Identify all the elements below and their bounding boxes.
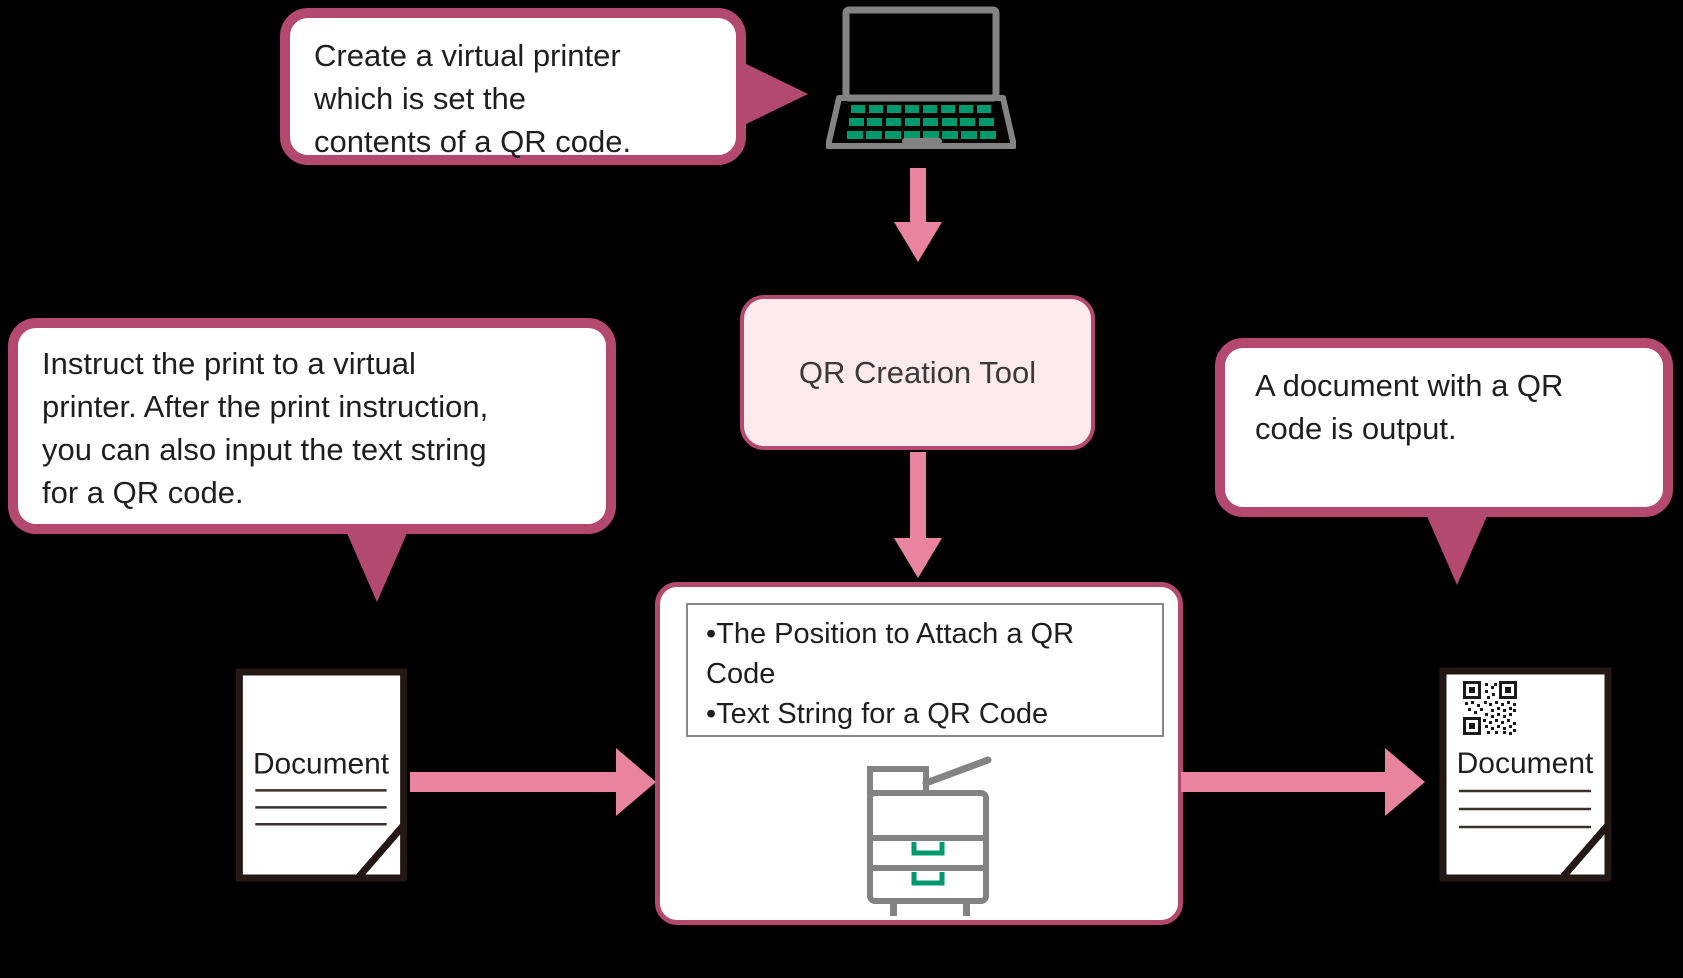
speech-bubble-tail-down-left — [343, 524, 411, 602]
arrow-document-to-printer — [410, 748, 656, 816]
bubble-top-line: Create a virtual printer — [314, 38, 621, 73]
bubble-left-line: you can also input the text string — [42, 432, 487, 467]
speech-bubble-tail-down-right — [1423, 507, 1491, 585]
bubble-left-line: Instruct the print to a virtual — [42, 346, 416, 381]
document-icon: Document — [235, 668, 408, 882]
speech-bubble-tail-right — [738, 60, 808, 128]
speech-bubble-create-virtual-printer: Create a virtual printer which is set th… — [280, 8, 746, 165]
bubble-left-line: for a QR code. — [42, 475, 244, 510]
printer-drawer-handle — [911, 872, 945, 886]
qr-creation-tool-label: QR Creation Tool — [798, 354, 1037, 390]
bubble-right-line: code is output. — [1255, 411, 1457, 446]
laptop-keyboard-keys — [847, 105, 996, 139]
qr-parameter-line: •Text String for a QR Code — [706, 698, 1049, 730]
arrow-qr-tool-to-printer — [894, 452, 942, 578]
arrow-printer-to-output — [1181, 748, 1425, 816]
printer-icon — [867, 756, 992, 916]
speech-bubble-document-output: A document with a QR code is output. — [1215, 338, 1673, 517]
qr-parameter-line: •The Position to Attach a QR — [706, 618, 1075, 650]
bubble-left-line: printer. After the print instruction, — [42, 389, 489, 424]
document-label: Document — [1457, 747, 1594, 780]
qr-parameters-rect: •The Position to Attach a QR Code •Text … — [686, 603, 1164, 737]
qr-code-icon — [1463, 681, 1517, 735]
qr-parameter-line: Code — [706, 658, 776, 690]
document-qr-icon: Document — [1439, 667, 1612, 882]
printer-drawer-handle — [911, 842, 945, 856]
bubble-right-line: A document with a QR — [1255, 368, 1564, 403]
speech-bubble-instruct-print: Instruct the print to a virtual printer.… — [8, 318, 616, 534]
document-label: Document — [253, 748, 390, 781]
arrow-laptop-to-qr-tool — [894, 168, 942, 262]
qr-creation-tool-box: QR Creation Tool — [740, 295, 1095, 450]
bubble-top-line: which is set the — [314, 81, 526, 116]
bubble-top-line: contents of a QR code. — [314, 124, 632, 159]
laptop-icon — [826, 6, 1016, 149]
virtual-printer-process-box: •The Position to Attach a QR Code •Text … — [655, 582, 1183, 925]
